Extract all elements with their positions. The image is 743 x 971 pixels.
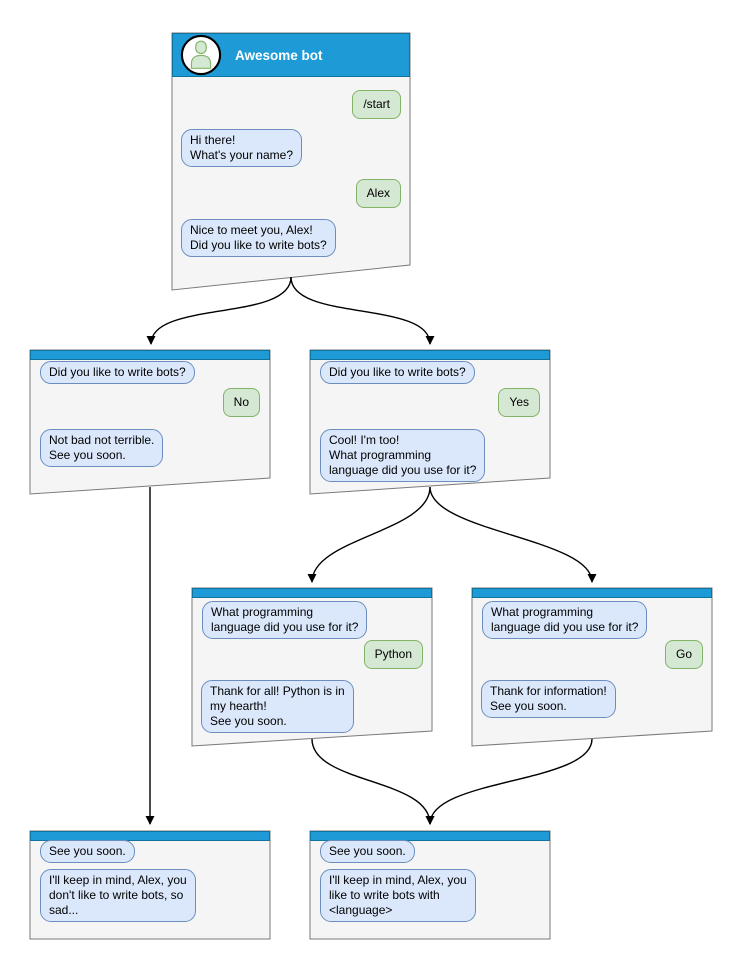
bot-message-bubble: Did you like to write bots? — [320, 361, 475, 384]
bot-message-bubble: I'll keep in mind, Alex, you don't like … — [40, 869, 196, 922]
window-title-bar — [310, 831, 550, 841]
bot-message-bubble: Cool! I'm too! What programming language… — [320, 429, 486, 482]
bot-message-bubble: Hi there! What's your name? — [181, 129, 303, 167]
user-message-bubble: No — [222, 388, 260, 417]
chat-window-end-yes: See you soon. I'll keep in mind, Alex, y… — [310, 831, 550, 939]
bot-message-bubble: Not bad not terrible. See you soon. — [40, 429, 164, 467]
bot-message-bubble: Thank for all! Python is in my hearth! S… — [201, 680, 354, 733]
window-title-bar — [472, 588, 712, 598]
arrow-go-to-end-yes — [425, 738, 593, 825]
bot-message-bubble: Nice to meet you, Alex! Did you like to … — [181, 219, 336, 257]
chat-window-go-branch: What programming language did you use fo… — [472, 588, 712, 746]
user-message-bubble: /start — [352, 90, 401, 119]
bot-message-bubble: I'll keep in mind, Alex, you like to wri… — [320, 869, 476, 922]
arrow-yes-branch-to-go — [429, 486, 597, 583]
window-title-bar — [192, 588, 432, 598]
avatar-person-icon — [180, 34, 222, 76]
user-message-bubble: Go — [664, 640, 703, 669]
bot-message-bubble: What programming language did you use fo… — [482, 601, 648, 639]
window-title-bar — [30, 831, 270, 841]
chat-window-yes-branch: Did you like to write bots? Yes Cool! I'… — [310, 350, 550, 494]
user-message-bubble: Python — [363, 640, 423, 669]
arrow-python-to-end-yes — [311, 738, 435, 825]
bot-message-bubble: See you soon. — [320, 840, 415, 863]
bot-message-bubble: What programming language did you use fo… — [202, 601, 368, 639]
chat-window-end-no: See you soon. I'll keep in mind, Alex, y… — [30, 831, 270, 939]
user-message-bubble: Alex — [355, 179, 401, 208]
chat-window-start: Awesome bot /start Hi there! What's your… — [172, 33, 410, 290]
chat-header: Awesome bot — [172, 33, 410, 77]
chat-window-no-branch: Did you like to write bots? No Not bad n… — [30, 350, 270, 494]
arrow-start-to-yes-branch — [290, 276, 435, 345]
chat-title: Awesome bot — [235, 47, 323, 63]
window-title-bar — [30, 350, 270, 360]
arrow-start-to-no-branch — [146, 276, 292, 345]
bot-message-bubble: Thank for information! See you soon. — [481, 680, 616, 718]
bot-message-bubble: See you soon. — [40, 840, 135, 863]
bot-message-bubble: Did you like to write bots? — [40, 361, 195, 384]
window-title-bar — [310, 350, 550, 360]
arrow-yes-branch-to-python — [307, 486, 431, 583]
user-message-bubble: Yes — [498, 388, 540, 417]
chat-window-python-branch: What programming language did you use fo… — [192, 588, 432, 746]
